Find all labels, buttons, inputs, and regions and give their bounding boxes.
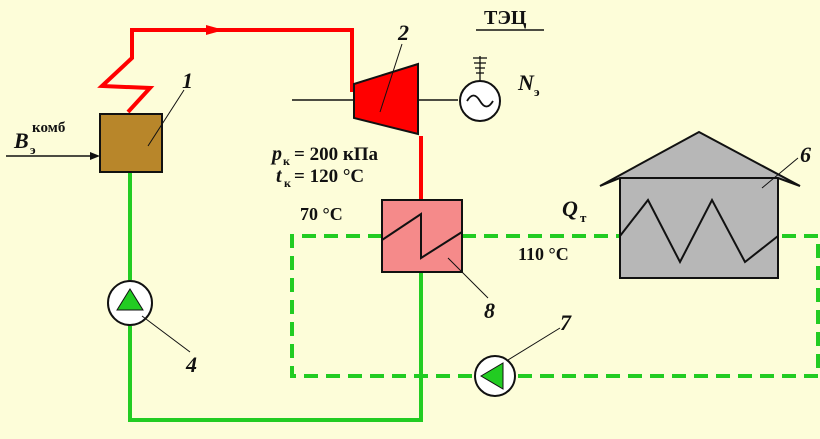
heat-load-label: Q т [562, 196, 587, 225]
boiler-leader [147, 89, 185, 147]
ground-icon [473, 57, 487, 74]
svg-text:к: к [283, 154, 290, 168]
network-pump-leader [507, 327, 561, 361]
fuel-arrow-head [90, 152, 100, 160]
heating-network [290, 234, 820, 378]
building-number: 6 [800, 142, 811, 167]
feedwater-line [128, 172, 423, 422]
feed-pump-leader [141, 315, 191, 353]
steam-line [97, 28, 354, 114]
svg-text:э: э [534, 84, 540, 99]
network-pump [474, 355, 516, 397]
svg-text:N: N [517, 70, 535, 95]
pump-triangle-icon [116, 288, 144, 311]
steam-flow-arrow [206, 25, 224, 35]
svg-text:= 200 кПа: = 200 кПа [294, 144, 379, 165]
pump-triangle-icon [480, 362, 504, 390]
feed-pump-number: 4 [185, 352, 197, 377]
heat-exchanger-leader [447, 257, 489, 299]
fuel-input-label: B э комб [13, 120, 65, 157]
svg-text:B: B [13, 128, 29, 153]
svg-text:p: p [270, 143, 282, 165]
condenser-temperature-label: t к = 120 °C [276, 165, 364, 190]
condenser-pressure-label: p к = 200 кПа [270, 143, 379, 168]
turbine [353, 62, 419, 136]
turbine-number: 2 [397, 20, 409, 45]
svg-text:t: t [276, 165, 283, 187]
sine-wave-icon [466, 94, 494, 108]
radiator-coil [619, 197, 779, 265]
svg-text:к: к [284, 176, 291, 190]
svg-text:= 120 °C: = 120 °C [294, 166, 364, 187]
supply-temperature: 110 °C [518, 244, 569, 264]
network-pump-number: 7 [560, 310, 572, 335]
heat-exchanger-coil [381, 212, 463, 260]
boiler-number: 1 [182, 68, 193, 93]
generator-power-label: N э [517, 70, 540, 99]
heat-exchanger-number: 8 [484, 298, 495, 323]
svg-text:э: э [30, 142, 36, 157]
turbine-leader [379, 43, 403, 113]
svg-text:Q: Q [562, 196, 578, 221]
heated-building [599, 130, 801, 279]
generator [459, 56, 501, 122]
svg-text:т: т [580, 210, 587, 225]
boiler [99, 113, 163, 173]
return-temperature: 70 °C [300, 204, 343, 224]
feed-pump [107, 280, 153, 326]
building-leader [761, 157, 799, 189]
diagram-title: ТЭЦ [484, 7, 527, 29]
svg-text:комб: комб [32, 120, 65, 136]
